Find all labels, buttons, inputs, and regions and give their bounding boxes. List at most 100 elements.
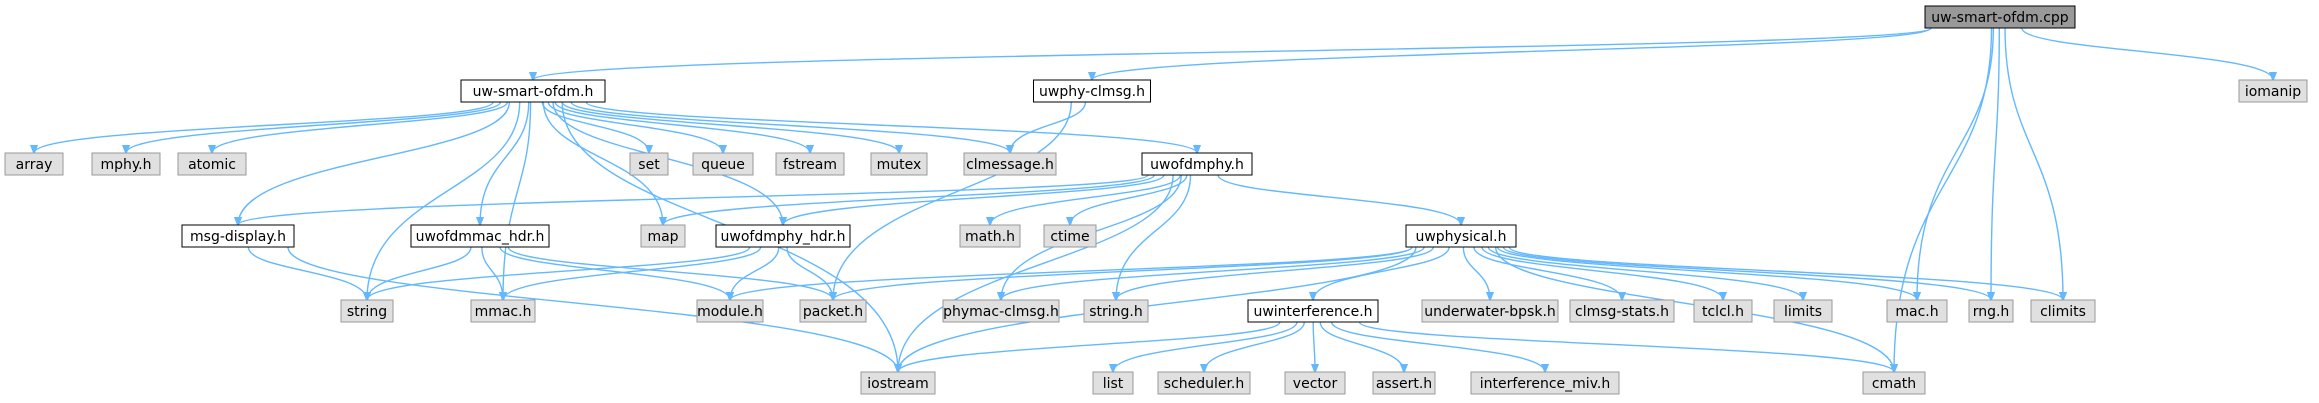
node-root[interactable]: uw-smart-ofdm.cpp <box>1924 5 2076 29</box>
edge-uwsmartofdm_h-to-mutex <box>561 101 899 153</box>
node-map: map <box>640 224 686 248</box>
node-limits-box <box>1773 299 1833 323</box>
node-uwinterference[interactable]: uwinterference.h <box>1247 299 1379 323</box>
edge-uwphysical-to-packet <box>833 246 1413 300</box>
nodes-layer: uw-smart-ofdm.cpp uw-smart-ofdm.h uwphy-cl… <box>4 5 2308 395</box>
node-mutex-box <box>870 152 928 176</box>
node-msgdisplay-box <box>181 224 295 248</box>
node-ctime-box <box>1043 224 1097 248</box>
edge-uwphysical-to-module <box>730 246 1413 300</box>
node-clmessage-box <box>963 152 1057 176</box>
edge-uwinterference-to-scheduler <box>1204 321 1305 372</box>
node-mathh-label: math.h <box>965 229 1015 245</box>
node-uwsmartofdm_h-label: uw-smart-ofdm.h <box>473 84 594 100</box>
node-packet-label: packet.h <box>803 304 863 320</box>
node-stringh-box <box>1083 299 1149 323</box>
node-uwofdmmac_hdr-box <box>410 224 550 248</box>
edge-uwsmartofdm_h-to-mphy <box>126 101 502 153</box>
edge-uwofdmmac_hdr-to-mmac <box>481 246 503 300</box>
node-atomic-box <box>177 152 247 176</box>
node-uwphy_clmsg-label: uwphy-clmsg.h <box>1039 84 1145 100</box>
edge-uwofdmphy-to-mathh <box>990 174 1182 225</box>
node-stringh: string.h <box>1083 299 1149 323</box>
edge-uwsmartofdm_h-to-msgdisplay <box>238 101 511 225</box>
node-msgdisplay[interactable]: msg-display.h <box>181 224 295 248</box>
node-uwofdmmac_hdr[interactable]: uwofdmmac_hdr.h <box>410 224 550 248</box>
node-asserth-label: assert.h <box>1376 376 1432 392</box>
node-scheduler: scheduler.h <box>1157 371 1251 395</box>
edge-uwphysical-to-iostream <box>898 246 1417 372</box>
node-phymac_clmsg-label: phymac-clmsg.h <box>943 304 1059 320</box>
edge-uwsmartofdm_h-to-mmac <box>503 101 532 300</box>
node-mmac-label: mmac.h <box>475 304 532 320</box>
edge-uwofdmmac_hdr-to-string <box>367 246 472 300</box>
node-root-label: uw-smart-ofdm.cpp <box>1931 10 2068 26</box>
node-limits: limits <box>1773 299 1833 323</box>
node-mac-box <box>1886 299 1948 323</box>
node-root-box <box>1924 5 2076 29</box>
node-queue-box <box>692 152 754 176</box>
node-module-label: module.h <box>697 304 763 320</box>
node-set-box <box>629 152 669 176</box>
edge-root-to-iomanip <box>2021 27 2273 80</box>
node-tclcl-box <box>1693 299 1753 323</box>
node-uwphysical[interactable]: uwphysical.h <box>1405 224 1517 248</box>
edge-root-to-rng <box>1991 27 2000 300</box>
node-uwinterference-box <box>1247 299 1379 323</box>
node-phymac_clmsg: phymac-clmsg.h <box>942 299 1060 323</box>
node-asserth: assert.h <box>1372 371 1436 395</box>
edge-uwinterference-to-list <box>1113 321 1298 372</box>
node-array: array <box>4 152 64 176</box>
node-uwofdmphy_hdr[interactable]: uwofdmphy_hdr.h <box>715 224 851 248</box>
node-array-label: array <box>16 157 53 173</box>
node-uwsmartofdm_h[interactable]: uw-smart-ofdm.h <box>460 79 606 103</box>
node-clmsg_stats-box <box>1569 299 1675 323</box>
node-uwofdmphy[interactable]: uwofdmphy.h <box>1141 152 1253 176</box>
edge-uwofdmphy-to-iostream <box>898 174 1174 372</box>
node-list-box <box>1092 371 1134 395</box>
edge-uwphy_clmsg-to-packet <box>833 101 1072 300</box>
node-iomanip-box <box>2238 79 2308 103</box>
edge-uwofdmphy-to-map <box>663 174 1155 225</box>
node-map-label: map <box>647 229 678 245</box>
edge-uwsmartofdm_h-to-array <box>34 101 494 153</box>
edge-root-to-uwsmartofdm_h <box>533 27 1932 80</box>
node-vector: vector <box>1284 371 1346 395</box>
node-mphy: mphy.h <box>91 152 161 176</box>
edges-layer <box>34 27 2273 372</box>
edge-uwsmartofdm_h-to-uwofdmmac_hdr <box>480 101 530 225</box>
edge-uwphysical-to-uwinterference <box>1313 246 1450 300</box>
node-atomic-label: atomic <box>188 157 236 173</box>
edge-uwinterference-to-cmath <box>1358 321 1894 372</box>
edge-uwinterference-to-iostream <box>898 321 1281 372</box>
node-string-box <box>340 299 394 323</box>
edge-uwphysical-to-tclcl <box>1481 246 1723 300</box>
node-mphy-box <box>91 152 161 176</box>
edge-uwphysical-to-clmsg_stats <box>1473 246 1622 300</box>
node-uwofdmphy-box <box>1141 152 1253 176</box>
node-underwater_bpsk-box <box>1421 299 1559 323</box>
node-iomanip: iomanip <box>2238 79 2308 103</box>
node-climits-label: climits <box>2040 304 2086 320</box>
edge-uwphysical-to-phymac_clmsg <box>1001 246 1425 300</box>
node-rng-label: rng.h <box>1973 304 2010 320</box>
node-iostream-label: iostream <box>867 376 929 392</box>
edge-uwofdmphy_hdr-to-module <box>730 246 780 300</box>
node-array-box <box>4 152 64 176</box>
node-fstream-box <box>775 152 845 176</box>
node-iostream-box <box>860 371 936 395</box>
edge-root-to-uwphy_clmsg <box>1092 27 1932 80</box>
edge-uwinterference-to-vector <box>1313 321 1315 372</box>
node-rng: rng.h <box>1968 299 2014 323</box>
node-vector-box <box>1284 371 1346 395</box>
edge-uwphysical-to-mac <box>1496 246 1917 300</box>
node-fstream-label: fstream <box>783 157 837 173</box>
node-underwater_bpsk-label: underwater-bpsk.h <box>1424 304 1556 320</box>
node-fstream: fstream <box>775 152 845 176</box>
node-phymac_clmsg-box <box>942 299 1060 323</box>
node-uwofdmphy_hdr-box <box>715 224 851 248</box>
node-uwphy_clmsg[interactable]: uwphy-clmsg.h <box>1033 79 1151 103</box>
edge-uwofdmphy-to-uwphysical <box>1217 174 1461 225</box>
node-cmath-label: cmath <box>1872 376 1916 392</box>
node-atomic: atomic <box>177 152 247 176</box>
